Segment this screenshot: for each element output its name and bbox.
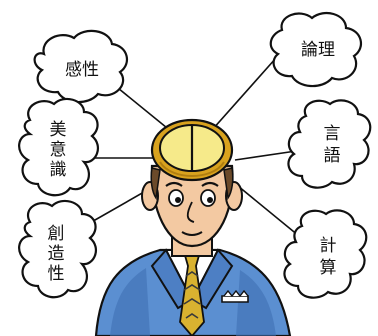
cloud-label-char: 性 bbox=[48, 264, 65, 284]
cloud-keisan: 計 算 bbox=[283, 209, 368, 299]
cloud-biishiki: 美 意 識 bbox=[18, 97, 100, 197]
cloud-gengo: 言 語 bbox=[287, 99, 372, 189]
cloud-label-char: 算 bbox=[320, 258, 337, 278]
cloud-souzousei: 創 造 性 bbox=[18, 199, 98, 299]
cloud-label-char: 識 bbox=[50, 160, 67, 180]
businessman bbox=[94, 118, 292, 336]
pocket-square bbox=[221, 295, 249, 303]
cloud-label-char: 意 bbox=[50, 140, 67, 160]
cloud-label: 感性 bbox=[65, 60, 99, 80]
cloud-label-char: 語 bbox=[324, 146, 341, 166]
cloud-label-char: 計 bbox=[320, 236, 337, 256]
cloud-label-char: 言 bbox=[324, 124, 341, 144]
cloud-kansei: 感性 bbox=[33, 29, 129, 104]
cloud-label: 論理 bbox=[301, 40, 335, 60]
cloud-ronri: 論理 bbox=[269, 11, 363, 88]
cloud-label-char: 造 bbox=[48, 244, 65, 264]
cloud-label-char: 創 bbox=[48, 224, 65, 244]
connector-lines bbox=[87, 57, 304, 237]
cloud-label-char: 美 bbox=[50, 120, 67, 140]
